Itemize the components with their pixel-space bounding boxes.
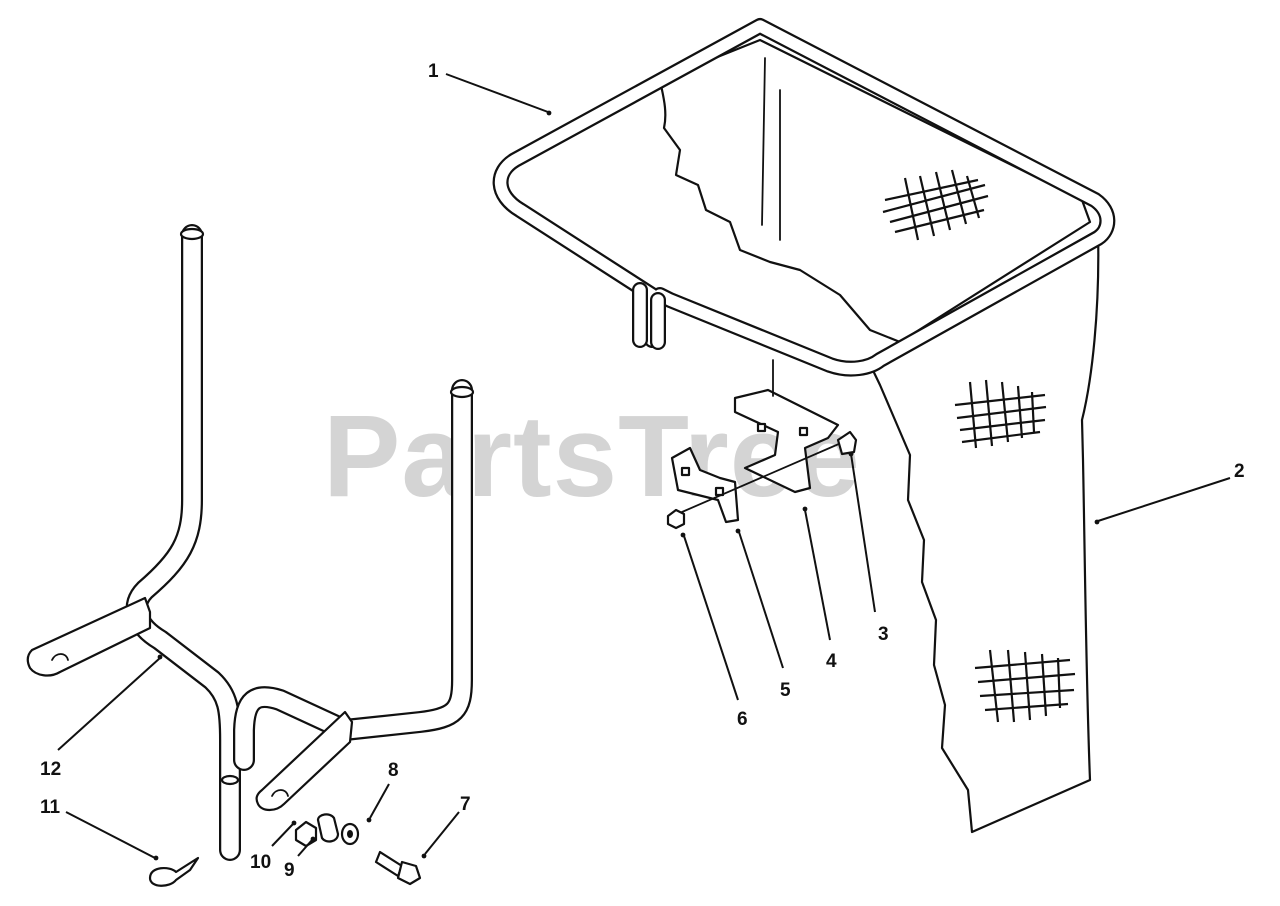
callout-7: 7 (460, 794, 471, 815)
callout-3: 3 (878, 624, 889, 645)
callout-5: 5 (780, 680, 791, 701)
callout-2: 2 (1234, 461, 1245, 482)
mesh-patch-top (882, 169, 989, 241)
callout-11: 11 (40, 797, 61, 818)
callout-10: 10 (250, 852, 271, 873)
mesh-patch-middle (954, 379, 1047, 449)
nut (666, 508, 686, 530)
washer (340, 822, 360, 846)
hitch-pin-clip (148, 856, 200, 887)
carriage-bolt (836, 430, 858, 456)
lock-nut (294, 820, 318, 848)
callout-4: 4 (826, 651, 837, 672)
callout-1: 1 (428, 61, 439, 82)
mesh-patch-bottom (974, 649, 1076, 723)
callout-8: 8 (388, 760, 399, 781)
callout-9: 9 (284, 860, 295, 881)
grass-bag-frame (492, 18, 1116, 377)
callout-12: 12 (40, 759, 61, 780)
bag-support-frame (26, 224, 475, 861)
callout-6: 6 (737, 709, 748, 730)
callout-labels: 1 2 3 4 5 6 7 8 9 10 11 12 (40, 61, 1245, 881)
spacer (316, 813, 340, 843)
grass-bag (658, 38, 1100, 834)
leader-lines (57, 73, 1231, 861)
hex-bolt (374, 850, 422, 886)
upper-bracket (733, 359, 840, 494)
lower-bracket (670, 446, 740, 524)
bolt-axis-line (681, 439, 849, 513)
